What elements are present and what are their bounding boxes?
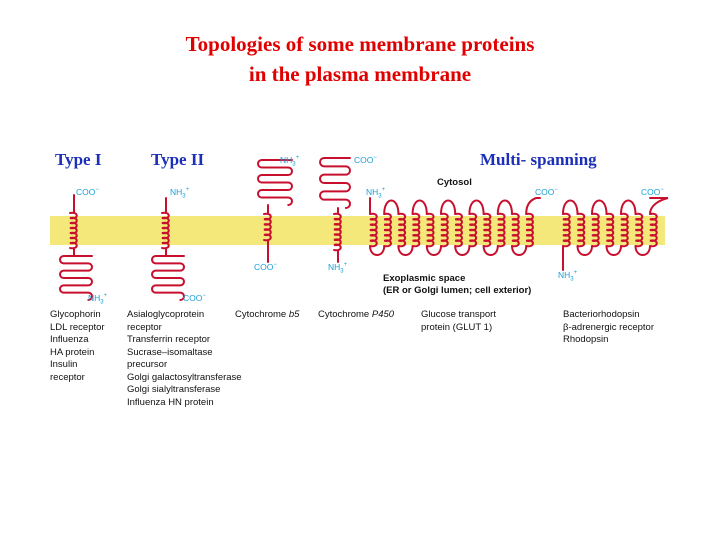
transmembrane-helix (161, 211, 170, 250)
transmembrane-helix (496, 212, 506, 248)
globular-domain (151, 255, 185, 301)
transmembrane-helix (620, 212, 629, 248)
exoplasmic-loop (511, 245, 528, 256)
exoplasmic-loop (397, 245, 414, 256)
protein-name: Sucrase–isomaltase (127, 346, 213, 358)
terminus-coo-rhodopsin: COO− (641, 187, 664, 197)
transmembrane-helix (591, 212, 600, 248)
protein-name: Bacteriorhodopsin (563, 309, 640, 320)
cytosol-label: Cytosol (437, 177, 472, 188)
rhodopsin-c-tail (649, 197, 669, 215)
protein-name: Glucose transport (421, 309, 496, 320)
protein-name: receptor (127, 321, 162, 333)
cytosolic-loop (411, 199, 428, 215)
transmembrane-helix (634, 212, 644, 248)
terminus-coo-cytp450: COO− (354, 155, 377, 165)
terminus-nh3-rhodopsin: NH3+ (558, 270, 578, 283)
exoplasmic-loop (605, 245, 622, 256)
protein-name: β-adrenergic receptor (563, 321, 655, 333)
globular-domain (319, 157, 351, 209)
transmembrane-helix (649, 212, 658, 248)
exoplasmic-space-label: Exoplasmic space (383, 273, 466, 284)
transmembrane-helix (425, 212, 435, 248)
cytosolic-loop (383, 199, 400, 215)
protein-name: protein (GLUT 1) (421, 321, 493, 333)
type1-protein-list: Glycophorin LDL receptor Influenza HA pr… (50, 309, 105, 384)
title-line-2: in the plasma membrane (248, 62, 472, 86)
transmembrane-helix (482, 212, 492, 248)
transmembrane-helix (383, 212, 392, 248)
terminus-nh3-cytp450: NH3+ (328, 262, 348, 275)
transmembrane-helix (333, 212, 342, 252)
type-ii-label: Type II (151, 150, 205, 169)
protein-name: LDL receptor (50, 321, 105, 333)
transmembrane-helix (369, 212, 378, 248)
protein-name: receptor (50, 371, 85, 383)
exoplasmic-loop (369, 245, 386, 256)
cytochrome-b5-label: Cytochrome b5 (235, 309, 300, 320)
transmembrane-helix (562, 212, 571, 248)
cytosolic-loop (562, 199, 579, 215)
transmembrane-helix (576, 212, 586, 248)
type-i-label: Type I (55, 150, 102, 169)
terminus-coo-type1: COO− (76, 187, 99, 197)
exoplasmic-loop (576, 245, 593, 256)
protein-name: HA protein (50, 346, 95, 358)
title-line-1: Topologies of some membrane proteins (185, 32, 535, 56)
protein-name: Glycophorin (50, 309, 101, 320)
cytochrome-p450-label: Cytochrome P450 (318, 309, 395, 320)
protein-name: Golgi galactosyltransferase (127, 371, 242, 383)
seven-tm-protein-list: Bacteriorhodopsin β-adrenergic receptor … (563, 309, 654, 347)
transmembrane-helix (468, 212, 478, 248)
terminus-nh3-type2: NH3+ (170, 187, 190, 200)
exoplasmic-loop (634, 245, 651, 256)
transmembrane-helix (605, 212, 615, 248)
protein-name: Insulin (50, 359, 78, 370)
transmembrane-helix (263, 212, 272, 242)
cytosolic-loop (440, 199, 457, 215)
globular-domain (59, 255, 93, 301)
glut1-c-tail (525, 197, 541, 215)
terminus-coo-glut1: COO− (535, 187, 558, 197)
protein-name: Transferrin receptor (127, 334, 211, 345)
globular-domain (257, 159, 293, 206)
protein-name: Golgi sialyltransferase (127, 384, 221, 395)
cytosolic-loop (620, 199, 637, 215)
protein-name: Influenza HN protein (127, 396, 214, 408)
exoplasmic-space-sublabel: (ER or Golgi lumen; cell exterior) (383, 285, 532, 296)
protein-name: Influenza (50, 334, 89, 345)
protein-name: Asialoglycoprotein (127, 309, 205, 320)
terminus-nh3-glut1: NH3+ (366, 187, 386, 200)
protein-name: precursor (127, 359, 168, 370)
exoplasmic-loop (454, 245, 471, 256)
glut1-protein-list: Glucose transport protein (GLUT 1) (421, 309, 496, 334)
transmembrane-helix (525, 212, 534, 248)
terminus-coo-type2: COO− (183, 293, 206, 303)
lipid-bilayer (50, 216, 665, 245)
multi-spanning-label: Multi- spanning (480, 150, 597, 169)
transmembrane-helix (440, 212, 449, 248)
cytosolic-loop (468, 199, 485, 215)
terminus-coo-cytb5: COO− (254, 262, 277, 272)
transmembrane-helix (454, 212, 463, 248)
exoplasmic-loop (482, 245, 499, 256)
cytosolic-loop (496, 199, 513, 215)
transmembrane-helix (411, 212, 421, 248)
terminus-nh3-cytb5: NH3+ (280, 155, 300, 168)
exoplasmic-loop (425, 245, 442, 256)
cytosolic-loop (591, 199, 608, 215)
type2-protein-list: Asialoglycoprotein receptor Transferrin … (127, 309, 242, 409)
transmembrane-helix (511, 212, 520, 248)
transmembrane-helix (69, 211, 78, 250)
transmembrane-helix (397, 212, 407, 248)
terminus-nh3-type1: NH3+ (88, 293, 108, 306)
protein-name: Rhodopsin (563, 334, 609, 345)
